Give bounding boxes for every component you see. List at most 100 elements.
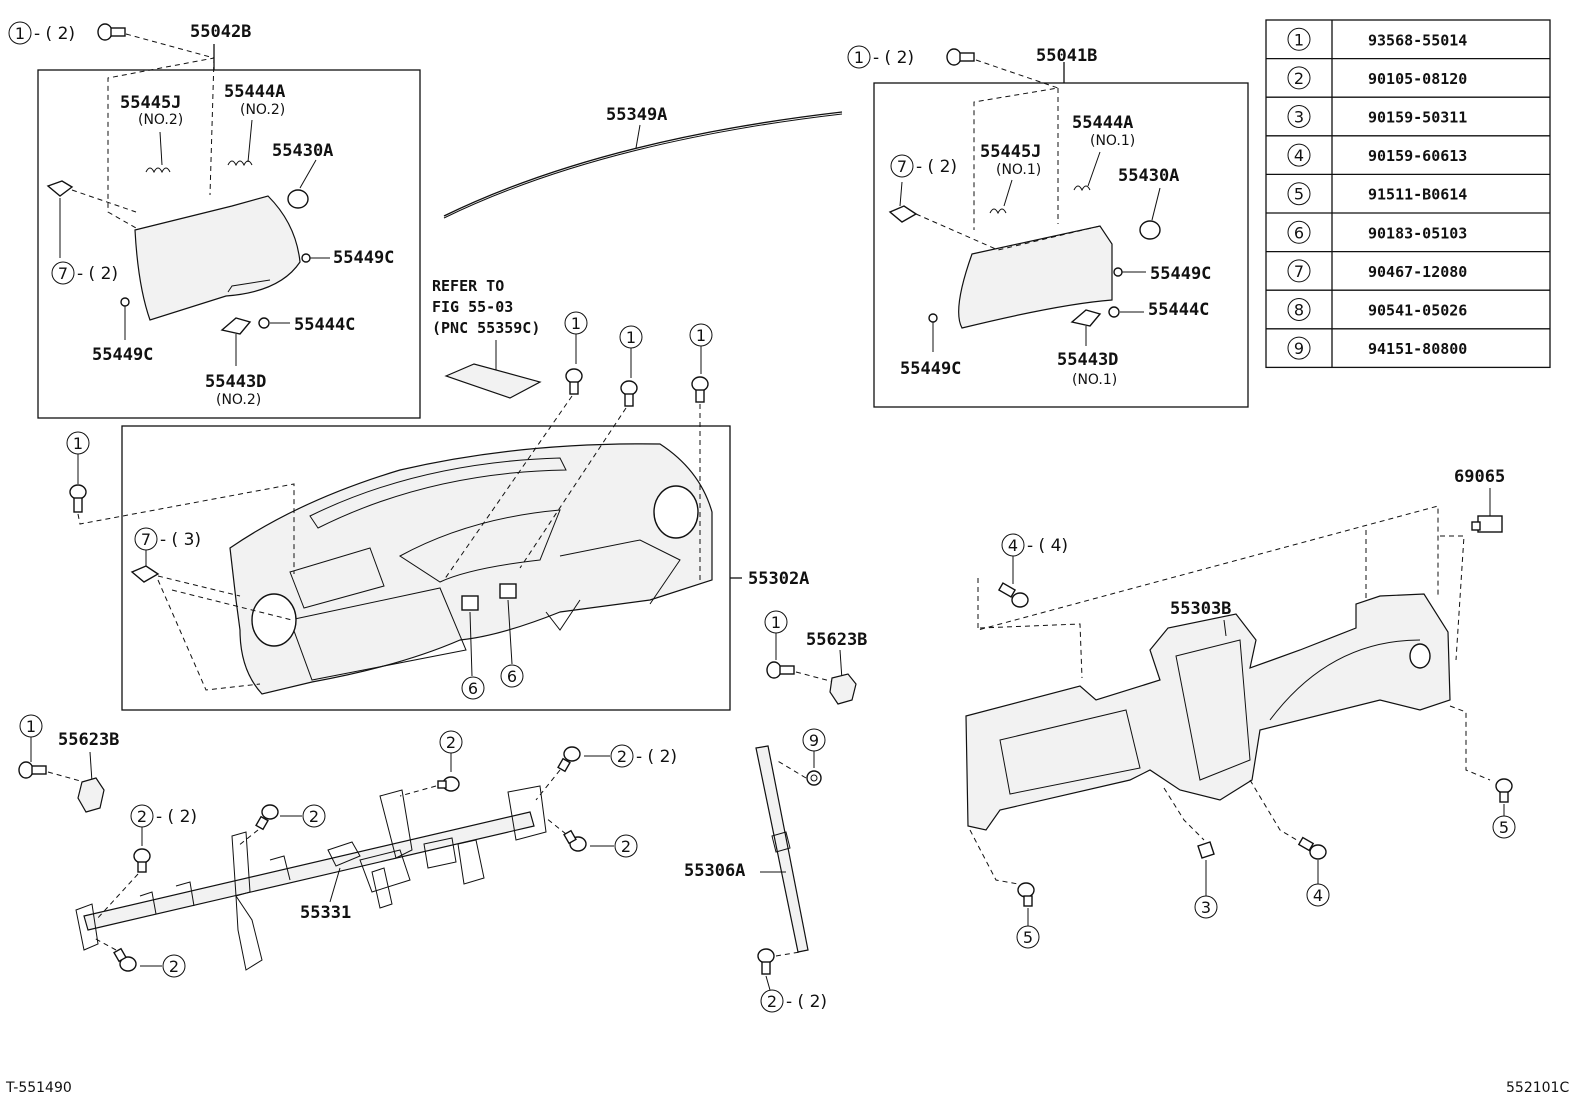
table-row-callout [1287,259,1311,283]
damper-icon [287,159,317,209]
table-row-number: 1 [1294,30,1304,49]
svg-text:6: 6 [468,679,478,698]
table-row-part-number: 90467-12080 [1368,263,1467,281]
bolt-icon [997,582,1029,608]
svg-text:2: 2 [309,807,319,826]
svg-text:- ( 3): - ( 3) [160,530,201,550]
reinforcement-callout-5b [1492,815,1516,839]
spring-icon [989,179,1013,215]
hinge-icon [1070,306,1144,346]
bolt-icon [691,376,709,403]
left-box-parent-label: 55042B [190,22,251,42]
table-row-number: 7 [1294,262,1304,281]
glove-box-door-right [958,225,1113,329]
table-row-callout [1287,27,1311,51]
svg-text:(NO.1): (NO.1) [996,162,1041,178]
clip-icon [46,180,74,258]
beam-callout-4 [614,834,638,858]
table-row-callout [1287,143,1311,167]
connector-icon [1471,515,1503,533]
svg-text:7: 7 [897,157,907,176]
svg-text:2: 2 [621,837,631,856]
beam-group: 55331 2 2 - ( 2) 2 2 [75,730,677,978]
svg-text:55430A: 55430A [1118,166,1179,186]
right-box-group: 55041B 1 - ( 2) 55445J (NO.1) 55444A (NO… [847,45,1249,408]
table-row-number: 2 [1294,69,1304,88]
svg-text:55445J: 55445J [980,142,1041,162]
svg-text:55623B: 55623B [58,730,119,750]
svg-text:- ( 2): - ( 2) [77,264,118,284]
svg-text:1: 1 [26,717,36,736]
reinforcement-group: 55303B 4 - ( 4) 69065 5 3 [965,467,1516,949]
reinforcement-callout-3 [1194,895,1218,919]
left-box-top-callout [8,21,32,45]
steering-beam [83,811,535,931]
svg-text:5: 5 [1023,928,1033,947]
right-box-frame [873,82,1249,408]
svg-text:FIG 55-03: FIG 55-03 [432,298,513,316]
panel-callout-6a [461,676,485,700]
svg-text:2: 2 [169,957,179,976]
bolt-icon [255,804,279,831]
nut-icon [806,770,822,786]
table-row-part-number: 90159-50311 [1368,109,1467,127]
svg-text:55303B: 55303B [1170,599,1231,619]
svg-text:- ( 2): - ( 2) [916,157,957,177]
bolt-icon [557,746,581,773]
bolt-icon [1017,882,1035,907]
svg-text:55306A: 55306A [684,861,745,881]
bolt-icon [766,661,795,679]
svg-text:- ( 2): - ( 2) [636,747,677,767]
stay-callout-bottom [760,989,784,1013]
bolt-icon [620,380,638,407]
instrument-panel [229,443,713,695]
svg-text:1: 1 [626,328,636,347]
nut-icon [1197,841,1215,859]
table-row-part-number: 90541-05026 [1368,302,1467,320]
svg-text:69065: 69065 [1454,467,1505,487]
table-row-callout [1287,182,1311,206]
table-row-part-number: 90159-60613 [1368,147,1467,165]
reinforcement-callout-4 [1306,883,1330,907]
bolt-icon [97,23,126,41]
table-row-callout [1287,298,1311,321]
svg-text:55623B: 55623B [806,630,867,650]
svg-text:55444C: 55444C [294,315,355,335]
panel-group: 55302A 6 6 7 - ( 3) [121,425,809,711]
svg-text:55449C: 55449C [333,248,394,268]
bolt-icon [18,761,47,779]
svg-text:1: 1 [771,613,781,632]
panel-bolts: 1 1 1 1 [66,311,713,581]
svg-text:7: 7 [58,264,68,283]
svg-text:(PNC 55359C): (PNC 55359C) [432,319,540,337]
stay-group: 9 55306A 2 - ( 2) [684,728,827,1013]
strip-group: 55349A [443,105,843,219]
table-frame [1265,19,1551,369]
table-row-part-number: 94151-80800 [1368,340,1467,358]
bolt-icon [946,48,975,66]
svg-text:4: 4 [1008,536,1018,555]
bolt-icon [1495,778,1513,803]
svg-text:- ( 2): - ( 2) [873,48,914,68]
table-row-part-number: 93568-55014 [1368,31,1467,49]
table-row-part-number: 91511-B0614 [1368,186,1467,204]
svg-text:1: 1 [73,434,83,453]
svg-text:55443D: 55443D [1057,350,1118,370]
svg-text:1: 1 [696,326,706,345]
table-row-number: 4 [1294,146,1304,165]
svg-text:(NO.1): (NO.1) [1090,133,1135,149]
damper-icon [1139,187,1161,240]
table-row-callout [1287,66,1311,90]
bolt-icon [565,368,583,395]
svg-text:55449C: 55449C [1150,264,1211,284]
table-row-number: 3 [1294,108,1304,127]
table-row: 7 90467-12080 [1266,250,1550,283]
svg-text:1: 1 [571,314,581,333]
left-box-clip-callout [51,261,75,285]
svg-text:1: 1 [854,48,864,67]
